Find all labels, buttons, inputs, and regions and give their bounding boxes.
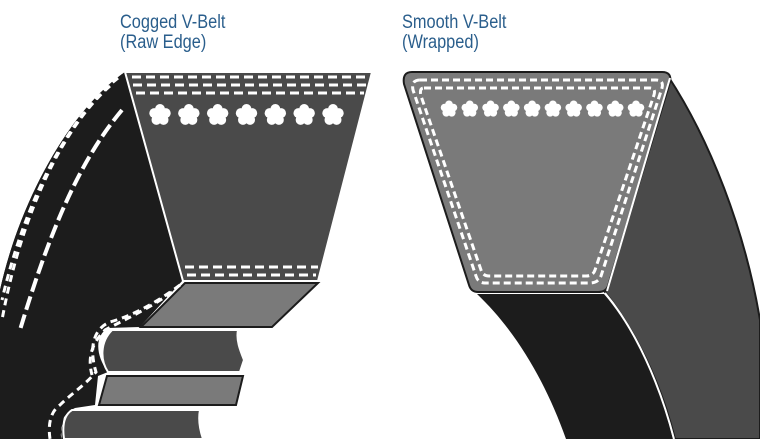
cord-icon (264, 104, 287, 125)
cogged-belt-subtitle: (Raw Edge) (120, 32, 207, 53)
cord-icon (293, 104, 315, 125)
cogged-belt-title: Cogged V-Belt (120, 12, 226, 33)
wrapped-belt-subtitle: (Wrapped) (402, 32, 479, 53)
cogged-belt-cords (149, 104, 344, 125)
cord-icon (461, 100, 479, 117)
cord-icon (586, 100, 603, 117)
cogged-belt-illustration (0, 71, 374, 439)
wrapped-belt-title: Smooth V-Belt (402, 12, 507, 33)
cogged-belt-cog-face-lower (97, 375, 245, 406)
cog-tooth-lower (62, 409, 205, 439)
cord-icon (523, 100, 541, 117)
wrapped-belt-side-bottom (477, 294, 673, 439)
cord-icon (565, 100, 582, 117)
cord-icon (235, 104, 258, 125)
cog-tooth (101, 329, 246, 373)
cord-icon (544, 100, 562, 117)
cord-icon (440, 100, 458, 117)
cord-icon (149, 104, 171, 125)
cogged-belt-cog-face (138, 282, 321, 328)
wrapped-belt-illustration (402, 71, 760, 439)
cord-icon (322, 104, 344, 125)
cord-icon (503, 100, 520, 117)
cord-icon (178, 104, 200, 125)
cord-icon (482, 100, 499, 117)
cord-icon (606, 100, 624, 117)
wrapped-belt-label: Smooth V-Belt (Wrapped) (402, 13, 506, 53)
cord-icon (206, 104, 229, 125)
wrapped-belt-cords (440, 100, 645, 117)
cord-icon (627, 100, 645, 117)
cogged-belt-label: Cogged V-Belt (Raw Edge) (120, 13, 225, 53)
